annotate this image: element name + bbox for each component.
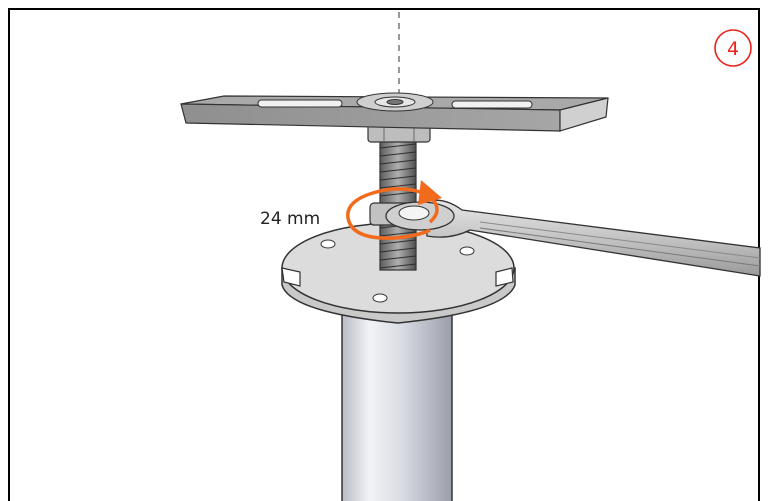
support-tube	[341, 307, 453, 501]
base-flange	[281, 222, 516, 324]
rotation-arrow-icon	[346, 180, 442, 240]
step-number-circle	[714, 29, 752, 67]
step-number: 4	[727, 38, 739, 60]
open-end-wrench	[385, 199, 761, 277]
mounting-plate	[180, 92, 609, 132]
wrench-size-label: 24 mm	[260, 209, 320, 229]
threaded-rod	[379, 129, 417, 271]
